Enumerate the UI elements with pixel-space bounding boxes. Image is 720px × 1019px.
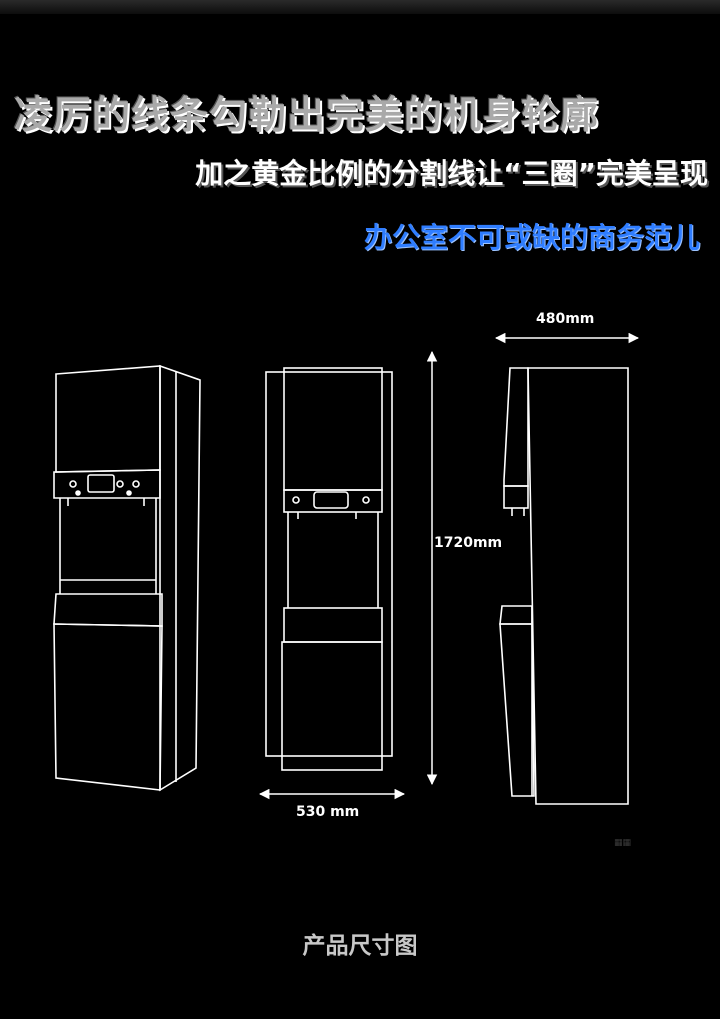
height-dimension-label: 1720mm xyxy=(434,535,503,551)
top-bar xyxy=(0,0,720,14)
width-dimension-label: 480mm xyxy=(536,311,595,327)
depth-dimension-label: 530 mm xyxy=(296,804,360,820)
side-view xyxy=(499,367,629,805)
watermark-icon: ▦▦ xyxy=(614,838,632,848)
dimension-lines xyxy=(258,332,640,800)
perspective-view xyxy=(53,364,201,792)
control-panel-front xyxy=(313,491,349,509)
front-view xyxy=(265,367,393,771)
control-panel xyxy=(87,474,115,493)
figure-caption: 产品尺寸图 xyxy=(302,933,418,959)
headline-golden-ratio: 加之黄金比例的分割线让“三圈”完美呈现 xyxy=(195,157,708,190)
headline-business: 办公室不可或缺的商务范儿 xyxy=(363,221,700,254)
headline-outline: 凌厉的线条勾勒出完美的机身轮廓 xyxy=(14,93,600,137)
